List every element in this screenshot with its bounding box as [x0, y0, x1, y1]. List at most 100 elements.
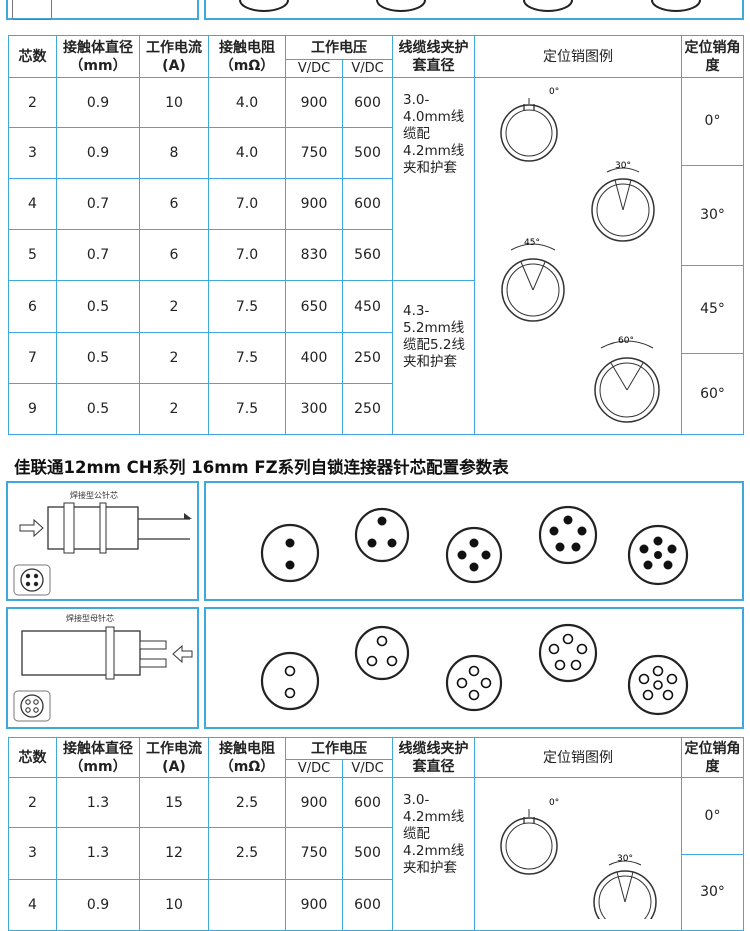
cell-v1: 900 — [285, 878, 343, 931]
spec-table-2: 芯数 接触体直径（mm） 工作电流(A) 接触电阻（mΩ） 工作电压 线缆线夹护… — [8, 737, 744, 931]
cell-v1: 750 — [285, 827, 343, 880]
male-6pin-face — [627, 524, 689, 586]
hdr-pins: 芯数 — [8, 737, 57, 778]
cell-current: 2 — [139, 332, 209, 384]
male-pin-layout-panel — [204, 481, 744, 601]
hdr-cable: 线缆线夹护套直径 — [392, 35, 475, 78]
pin-45-diagram: 45° — [501, 238, 565, 322]
cell-v2: 600 — [342, 776, 393, 829]
hdr-angle: 定位销角度 — [681, 737, 744, 778]
cell-v2: 500 — [342, 127, 393, 179]
cell-res: 7.0 — [208, 178, 286, 230]
cell-dia: 0.5 — [56, 332, 140, 384]
cell-res: 4.0 — [208, 127, 286, 179]
angle-30: 30° — [700, 884, 725, 901]
section-title: 佳联通12mm CH系列 16mm FZ系列自锁连接器针芯配置参数表 — [14, 458, 509, 477]
cell-pins: 7 — [8, 332, 57, 384]
cell-dia: 0.5 — [56, 280, 140, 333]
cell-res: 7.0 — [208, 229, 286, 281]
cell-dia: 1.3 — [56, 776, 140, 829]
cell-v1: 900 — [285, 776, 343, 829]
angle-30: 30° — [682, 165, 743, 266]
cell-pins: 5 — [8, 229, 57, 281]
cell-dia: 0.7 — [56, 229, 140, 281]
cable-spec-2: 4.3-5.2mm线缆配5.2线夹和护套 — [392, 280, 475, 435]
angle-label-30: 30° — [617, 854, 633, 864]
spec-table-1: 芯数 接触体直径（mm） 工作电流(A) 接触电阻（mΩ） 工作电压 线缆线夹护… — [8, 35, 744, 435]
pin-60-diagram: 60° — [594, 336, 660, 423]
cell-v1: 830 — [285, 229, 343, 281]
female-pin-label: 焊接型母针芯 — [66, 614, 114, 623]
cell-pins: 3 — [8, 127, 57, 179]
cell-current: 6 — [139, 178, 209, 230]
cell-current: 6 — [139, 229, 209, 281]
female-pin-layout-panel — [204, 607, 744, 729]
cell-res: 4.0 — [208, 77, 286, 128]
cell-dia: 0.9 — [56, 127, 140, 179]
hdr-resistance: 接触电阻（mΩ） — [208, 35, 286, 78]
cell-pins: 9 — [8, 383, 57, 435]
cell-res: 7.5 — [208, 332, 286, 384]
cell-current: 2 — [139, 280, 209, 333]
cell-pins: 2 — [8, 776, 57, 829]
female-4pin-face — [445, 654, 503, 712]
female-3pin-face — [354, 625, 410, 681]
cell-dia: 0.5 — [56, 383, 140, 435]
pin-0-diagram: 0° — [500, 87, 559, 162]
cell-v2: 250 — [342, 383, 393, 435]
angle-label-0: 0° — [549, 87, 559, 97]
angle-column: 0° 30° — [681, 777, 744, 931]
hdr-current: 工作电流(A) — [139, 35, 209, 78]
cell-pins: 4 — [8, 878, 57, 931]
angle-45: 45° — [682, 265, 743, 354]
pin-diagram-cell: 0° 30° 45° — [474, 77, 682, 435]
male-3pin-face — [354, 507, 410, 563]
angle-0: 0° — [682, 778, 743, 855]
cell-current: 2 — [139, 383, 209, 435]
hdr-vdc-1: V/DC — [285, 759, 343, 778]
pin-30-diagram: 30° — [593, 854, 657, 919]
cell-current: 15 — [139, 776, 209, 829]
pin-diagram-cell: 0° 30° 45° — [474, 777, 682, 931]
angle-column: 0° 30° 45° 60° — [681, 77, 744, 435]
hdr-contact-dia: 接触体直径（mm） — [56, 35, 140, 78]
angle-0: 0° — [682, 78, 743, 166]
cell-res: 2.5 — [208, 827, 286, 880]
angle-label-30: 30° — [615, 161, 631, 171]
male-2pin-face — [260, 523, 320, 583]
female-6pin-face — [627, 654, 689, 716]
cell-pins: 2 — [8, 77, 57, 128]
hdr-vdc-1: V/DC — [285, 59, 343, 78]
cell-dia: 0.9 — [56, 878, 140, 931]
cell-dia: 0.7 — [56, 178, 140, 230]
angle-label-45: 45° — [524, 238, 540, 248]
hdr-cable: 线缆线夹护套直径 — [392, 737, 475, 778]
locating-pin-diagrams-2: 0° 30° 45° — [500, 798, 657, 919]
cell-v2: 250 — [342, 332, 393, 384]
hdr-voltage: 工作电压 — [285, 35, 393, 60]
cell-res: 7.5 — [208, 280, 286, 333]
top-left-panel — [6, 0, 199, 20]
cable-spec-1: 3.0-4.0mm线缆配4.2mm线夹和护套 — [392, 77, 475, 281]
female-pin-side-panel: 焊接型母针芯 — [6, 607, 199, 729]
cell-res — [208, 878, 286, 931]
cell-dia: 1.3 — [56, 827, 140, 880]
hdr-contact-dia: 接触体直径（mm） — [56, 737, 140, 778]
cell-pins: 3 — [8, 827, 57, 880]
hdr-resistance: 接触电阻（mΩ） — [208, 737, 286, 778]
pin-0-diagram: 0° — [500, 798, 559, 875]
cell-v2: 560 — [342, 229, 393, 281]
male-pin-side-panel: 焊接型公针芯 — [6, 481, 199, 601]
hdr-pins: 芯数 — [8, 35, 57, 78]
cell-v2: 600 — [342, 878, 393, 931]
top-right-panel — [204, 0, 744, 20]
cell-dia: 0.9 — [56, 77, 140, 128]
cell-v1: 400 — [285, 332, 343, 384]
hdr-vdc-2: V/DC — [342, 59, 393, 78]
cell-v2: 600 — [342, 77, 393, 128]
angle-60: 60° — [700, 385, 725, 402]
cell-current: 12 — [139, 827, 209, 880]
cell-current: 8 — [139, 127, 209, 179]
cell-v1: 900 — [285, 178, 343, 230]
hdr-vdc-2: V/DC — [342, 759, 393, 778]
